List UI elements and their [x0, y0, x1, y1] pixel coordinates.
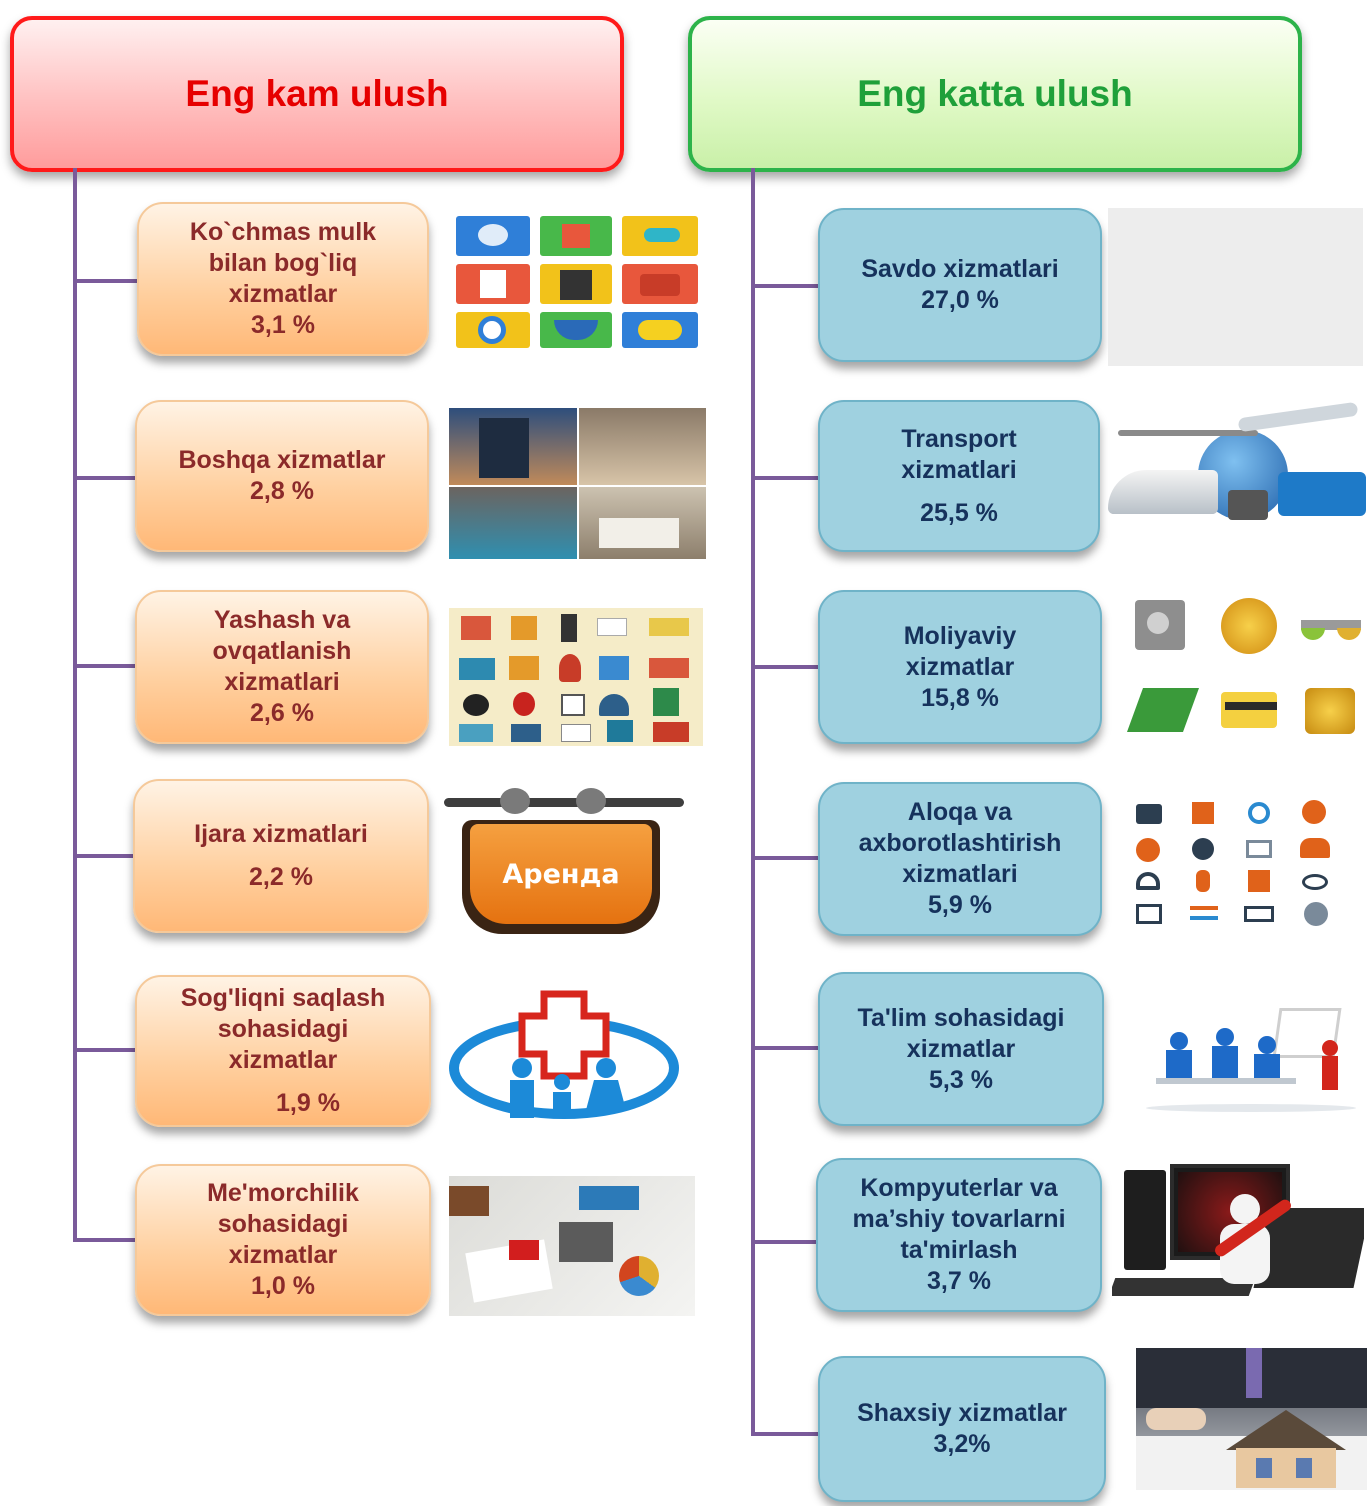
right-connector-branch: [751, 1240, 821, 1244]
box-label-line: Me'morchilik: [207, 1179, 359, 1207]
right-connector-branch: [751, 1046, 821, 1050]
box-label-line: Ta'lim sohasidagi: [857, 1003, 1065, 1032]
box-label-line: Savdo xizmatlari: [861, 255, 1059, 283]
share-value: 27,0 %: [921, 286, 999, 314]
rental-services-box: Ijara xizmatlari 2,2 %: [133, 779, 429, 933]
left-connector-trunk: [73, 168, 77, 1242]
box-label-line: sohasidagi: [217, 1015, 349, 1043]
right-connector-branch: [751, 1432, 821, 1436]
real-estate-services-box: Ko`chmas mulk bilan bog`liq xizmatlar 3,…: [137, 202, 429, 356]
trade-services-box: Savdo xizmatlari 27,0 %: [818, 208, 1102, 362]
box-label-line: xizmatlari: [902, 860, 1018, 888]
share-value: 25,5 %: [920, 498, 998, 527]
share-value: 5,9 %: [928, 891, 992, 919]
box-label-line: Ko`chmas mulk: [189, 218, 377, 246]
box-label-line: Boshqa xizmatlar: [178, 446, 386, 474]
left-connector-branch: [73, 664, 139, 668]
finance-icon-grid: [1125, 592, 1367, 746]
share-value: 2,8 %: [250, 477, 314, 505]
header-smallest-share: Eng kam ulush: [10, 16, 624, 172]
household-items-icon-grid: [454, 214, 700, 350]
shopping-cart-icon: [1108, 208, 1363, 366]
box-label-line: xizmatlar: [228, 1241, 338, 1269]
share-value: 2,6 %: [250, 699, 314, 727]
box-label-line: xizmatlar: [905, 652, 1015, 681]
architecture-services-box: Me'morchilik sohasidagi xizmatlar 1,0 %: [135, 1164, 431, 1316]
right-connector-branch: [751, 284, 821, 288]
right-connector-branch: [751, 856, 821, 860]
header-largest-share-label: Eng katta ulush: [857, 73, 1133, 114]
education-services-box: Ta'lim sohasidagi xizmatlar 5,3 %: [818, 972, 1104, 1126]
right-connector-branch: [751, 476, 821, 480]
box-label-line: Ijara xizmatlari: [194, 820, 368, 848]
box-label-line: xizmatlari: [901, 455, 1017, 484]
header-smallest-share-label: Eng kam ulush: [185, 73, 449, 114]
box-label-line: Transport: [901, 424, 1017, 453]
architecture-desk-photo: [449, 1176, 695, 1316]
box-label-line: xizmatlar: [228, 280, 338, 308]
share-value: 1,9 %: [276, 1089, 340, 1117]
box-label-line: Sog'liqni saqlash: [180, 984, 386, 1012]
left-connector-branch: [73, 1238, 139, 1242]
left-connector-branch: [73, 476, 139, 480]
share-value: 3,2%: [933, 1430, 991, 1458]
left-connector-branch: [73, 1048, 139, 1052]
box-label-line: Aloqa va: [907, 798, 1013, 826]
hotel-photos: [449, 408, 706, 559]
personal-services-house-photo: [1136, 1348, 1367, 1490]
box-label-line: xizmatlari: [224, 668, 340, 696]
share-value: 1,0 %: [251, 1272, 315, 1300]
rental-sign-text: Аренда: [502, 858, 620, 890]
box-label-line: ovqatlanish: [212, 637, 352, 665]
share-value: 3,7 %: [927, 1267, 991, 1295]
transport-globe-icon: [1108, 400, 1366, 540]
financial-services-box: Moliyaviy xizmatlar 15,8 %: [818, 590, 1102, 744]
share-value: 5,3 %: [929, 1065, 993, 1094]
right-connector-branch: [751, 665, 821, 669]
box-label-line: Yashash va: [213, 606, 351, 634]
left-connector-branch: [73, 279, 139, 283]
computer-repair-icon: [1112, 1158, 1364, 1318]
education-classroom-icon: [1136, 992, 1366, 1116]
rental-sign-icon: Аренда: [444, 784, 692, 936]
share-value: 2,2 %: [249, 863, 313, 891]
repair-services-box: Kompyuterlar va ma’shiy tovarlarni ta'mi…: [816, 1158, 1102, 1312]
box-label-line: Moliyaviy: [903, 621, 1017, 650]
share-value: 3,1 %: [251, 311, 315, 339]
healthcare-family-icon: [444, 984, 684, 1124]
box-label-line: ta'mirlash: [900, 1236, 1018, 1264]
left-connector-branch: [73, 854, 139, 858]
right-connector-trunk: [751, 168, 755, 1436]
header-largest-share: Eng katta ulush: [688, 16, 1302, 172]
box-label-line: ma’shiy tovarlarni: [852, 1205, 1066, 1233]
box-label-line: bilan bog`liq: [208, 249, 358, 277]
accommodation-icon-grid: [449, 608, 703, 746]
communication-services-box: Aloqa va axborotlashtirish xizmatlari 5,…: [818, 782, 1102, 936]
accommodation-food-services-box: Yashash va ovqatlanish xizmatlari 2,6 %: [135, 590, 429, 744]
personal-services-box: Shaxsiy xizmatlar 3,2%: [818, 1356, 1106, 1502]
share-value: 15,8 %: [921, 683, 999, 712]
box-label-line: Kompyuterlar va: [860, 1174, 1058, 1202]
transport-services-box: Transport xizmatlari 25,5 %: [818, 400, 1100, 552]
other-services-box: Boshqa xizmatlar 2,8 %: [135, 400, 429, 552]
box-label-line: xizmatlar: [906, 1034, 1016, 1063]
communication-icon-grid: [1130, 798, 1340, 928]
box-label-line: axborotlashtirish: [858, 829, 1062, 857]
box-label-line: sohasidagi: [217, 1210, 349, 1238]
box-label-line: Shaxsiy xizmatlar: [857, 1399, 1067, 1427]
healthcare-services-box: Sog'liqni saqlash sohasidagi xizmatlar 1…: [135, 975, 431, 1127]
box-label-line: xizmatlar: [228, 1046, 338, 1074]
